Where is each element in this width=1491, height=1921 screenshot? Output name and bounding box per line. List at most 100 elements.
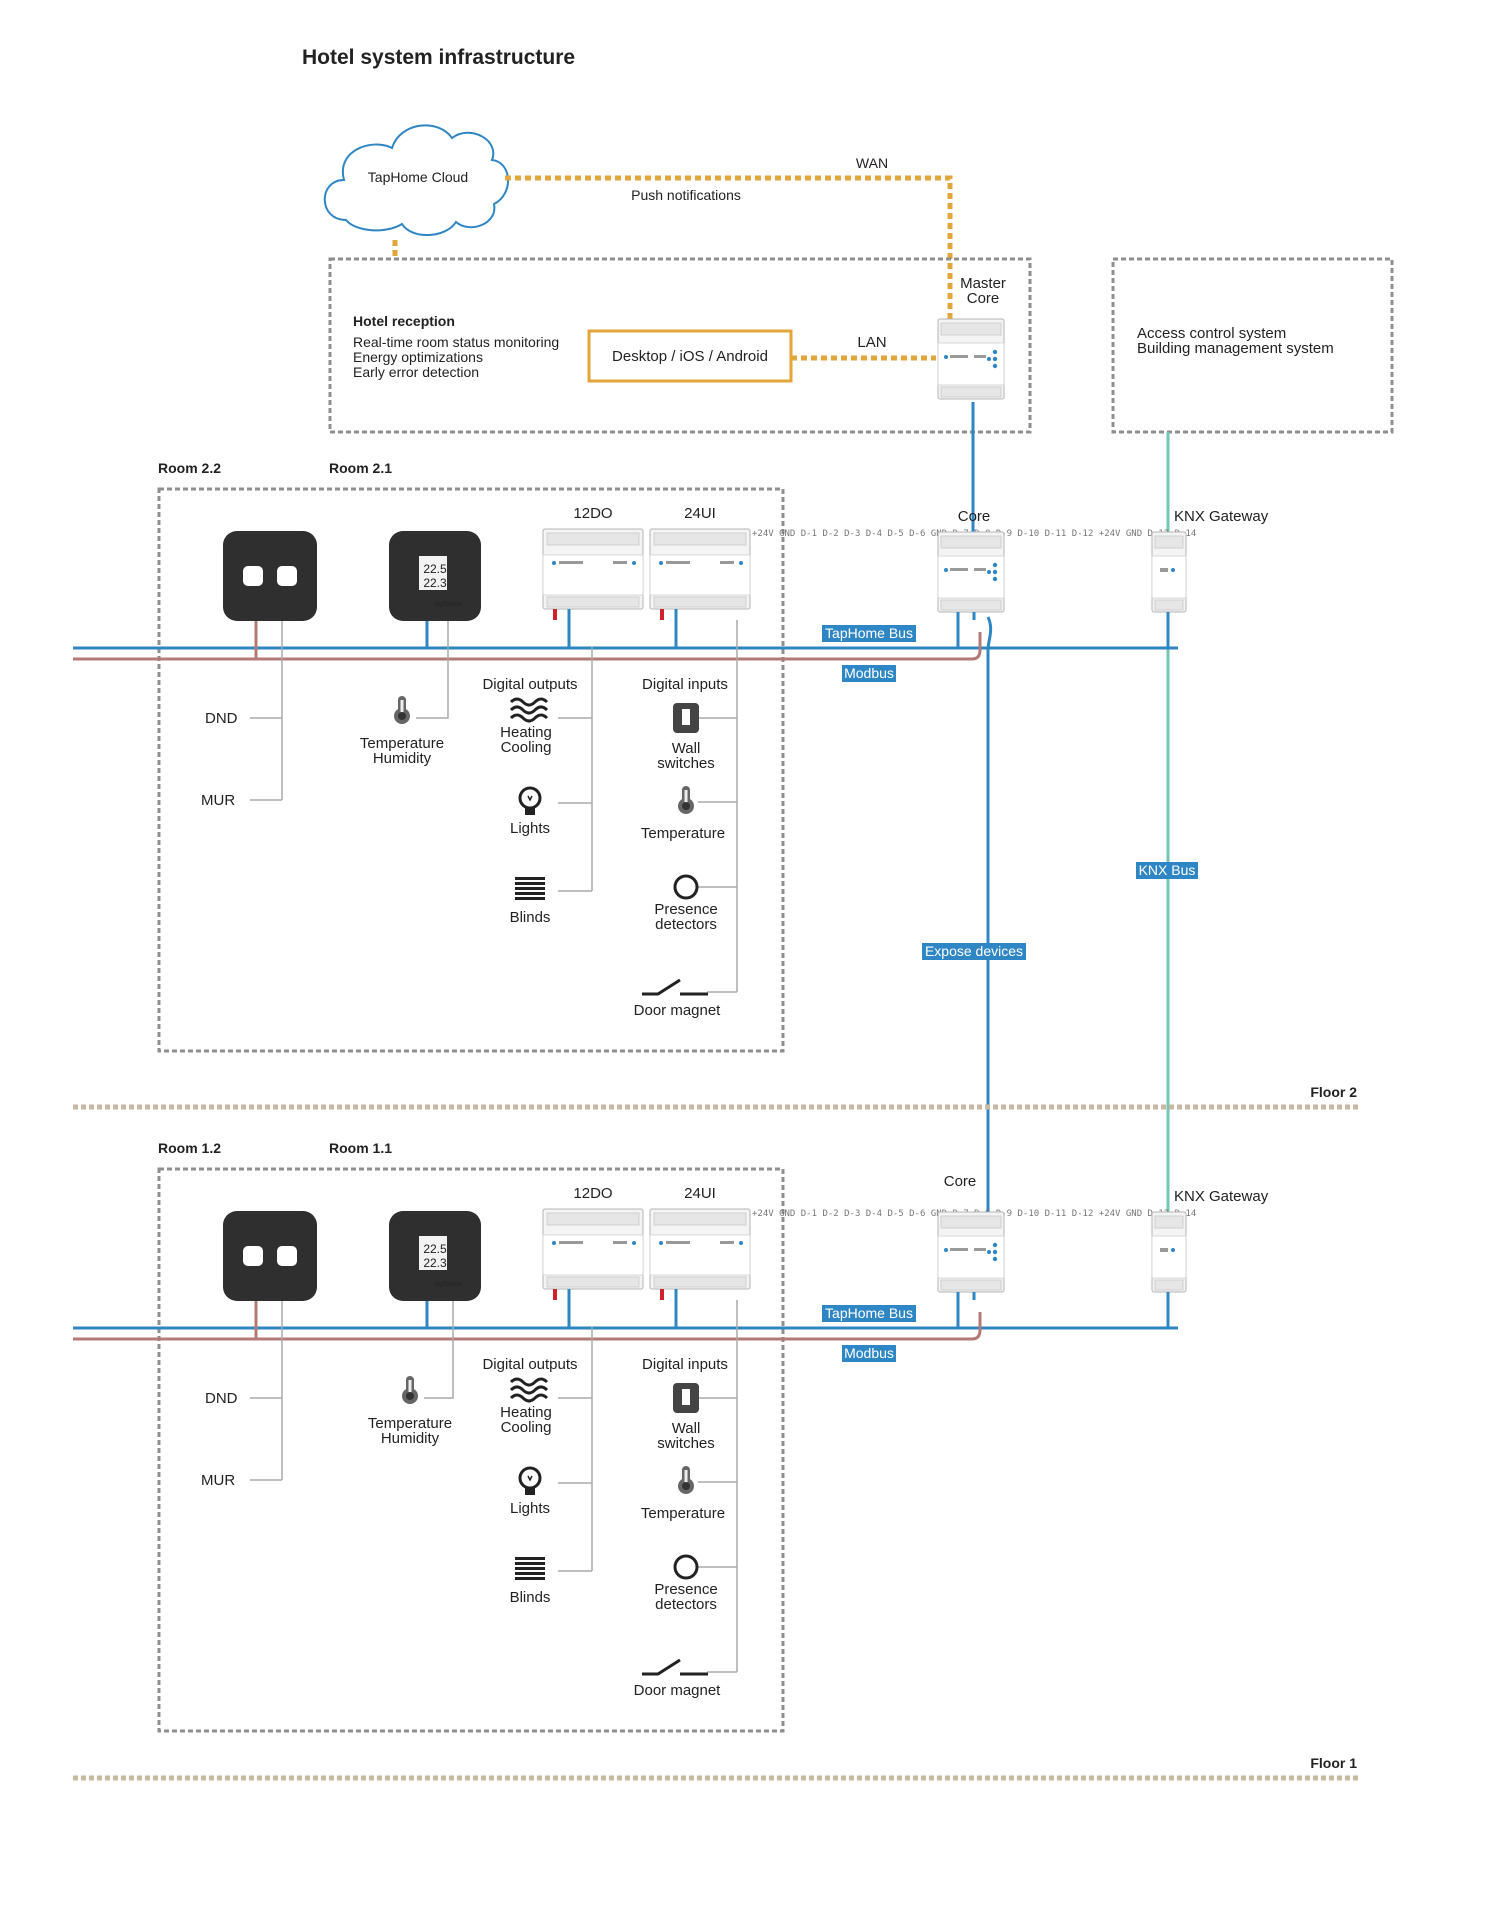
knx-gateway-unit[interactable] [1151, 1211, 1187, 1293]
temperature-humidity-label: Humidity [381, 1430, 440, 1447]
room-title: Room 1.1 [329, 1140, 392, 1156]
wall-switches-label: Wall [672, 740, 701, 757]
module-12do-label: 12DO [573, 505, 612, 522]
presence-label: Presence [654, 1581, 717, 1598]
taphome-bus-tag [822, 625, 916, 642]
floor-label: Floor 1 [1310, 1755, 1357, 1771]
reception-line: Real-time room status monitoring [353, 334, 559, 350]
module-12do[interactable] [542, 1208, 644, 1290]
lan-label: LAN [857, 334, 886, 351]
master-core-label: Master [960, 275, 1006, 292]
reception-heading: Hotel reception [353, 313, 455, 329]
knx-gateway-unit[interactable] [1151, 531, 1187, 613]
core-label: Core [958, 508, 991, 525]
door-magnet-label: Door magnet [634, 1002, 722, 1019]
core-unit[interactable] [937, 1211, 1005, 1293]
lights-label: Lights [510, 1500, 550, 1517]
digital-outputs-heading: Digital outputs [482, 676, 577, 693]
thermostat-brand: taphome [434, 1281, 461, 1288]
temperature-humidity-label: Temperature [360, 735, 444, 752]
presence-detector-icon [673, 1554, 699, 1580]
digital-inputs-heading: Digital inputs [642, 1356, 728, 1373]
module-24ui-label: 24UI [684, 505, 716, 522]
thermostat-setpoint: 22.5 [423, 562, 447, 576]
page-title: Hotel system infrastructure [302, 46, 575, 69]
expose-devices-label: Expose devices [925, 943, 1023, 959]
thermometer-wiring [424, 1301, 454, 1399]
dnd-label: DND [205, 710, 238, 727]
module-12do-label: 12DO [573, 1185, 612, 1202]
thermostat-actual: 22.3 [423, 1256, 447, 1270]
core-bus-link [956, 1292, 976, 1328]
wall-switch-icon [673, 1383, 699, 1413]
external-system-line: Building management system [1137, 340, 1334, 357]
blinds-icon [515, 1557, 545, 1580]
module-24ui[interactable] [649, 1208, 751, 1290]
thermostat-actual: 22.3 [423, 576, 447, 590]
cloud-label: TapHome Cloud [368, 169, 468, 185]
heating-cooling-icon [509, 697, 549, 723]
lightbulb-icon [518, 786, 542, 817]
wall-switch-icon [673, 703, 699, 733]
wall-switches-label: Wall [672, 1420, 701, 1437]
core-unit[interactable] [937, 531, 1005, 613]
lights-label: Lights [510, 820, 550, 837]
room-title: Room 2.2 [158, 460, 221, 476]
room-title: Room 2.1 [329, 460, 392, 476]
thermostat-brand: taphome [434, 601, 461, 608]
app-box[interactable] [587, 329, 793, 383]
dnd-label: DND [205, 1390, 238, 1407]
wan-label: WAN [856, 155, 888, 171]
master-core-unit[interactable] [937, 318, 1005, 400]
cloud-shape [323, 124, 509, 237]
taphome-bus-label: TapHome Bus [825, 625, 913, 641]
knx-gateway-label: KNX Gateway [1174, 508, 1269, 525]
thermostat-setpoint: 22.5 [423, 1242, 447, 1256]
module-bus-link [567, 1289, 678, 1328]
heating-cooling-label: Cooling [501, 1419, 552, 1436]
modbus-label: Modbus [844, 1345, 894, 1361]
knx-bus-label: KNX Bus [1139, 862, 1196, 878]
expose-devices-line [986, 616, 993, 1220]
floor-1-section: Room 1.2 Room 1.1 TapHome Bus Modbus 22.… [73, 1140, 1360, 1781]
dnd-mur-switch-device[interactable] [223, 531, 317, 621]
digital-outputs-heading: Digital outputs [482, 1356, 577, 1373]
modbus-label: Modbus [844, 665, 894, 681]
lightbulb-icon [518, 1466, 542, 1497]
dnd-mur-wiring [250, 621, 283, 801]
room-title: Room 1.2 [158, 1140, 221, 1156]
module-24ui[interactable] [649, 528, 751, 610]
modbus-tag [842, 665, 896, 682]
door-magnet-label: Door magnet [634, 1682, 722, 1699]
temperature-humidity-label: Humidity [373, 750, 432, 767]
digital-inputs-heading: Digital inputs [642, 676, 728, 693]
module-12do[interactable] [542, 528, 644, 610]
push-notifications-label: Push notifications [631, 187, 741, 203]
thermometer-icon [678, 786, 694, 814]
temperature-label: Temperature [641, 825, 725, 842]
presence-label: detectors [655, 916, 717, 933]
temperature-humidity-label: Temperature [368, 1415, 452, 1432]
room-box [157, 487, 785, 1053]
reception-line: Energy optimizations [353, 349, 483, 365]
presence-detector-icon [673, 874, 699, 900]
core-label: Core [944, 1173, 977, 1190]
dnd-mur-wiring [250, 1301, 283, 1481]
wall-switches-label: switches [657, 755, 715, 772]
blinds-label: Blinds [510, 1589, 551, 1606]
outputs-wiring [558, 647, 593, 892]
core-bus-link [956, 612, 976, 648]
door-magnet-icon [640, 1658, 710, 1676]
thermometer-icon [394, 696, 410, 724]
blinds-label: Blinds [510, 909, 551, 926]
external-systems-box [1111, 257, 1394, 434]
mur-label: MUR [201, 1472, 235, 1489]
dnd-mur-switch-device[interactable] [223, 1211, 317, 1301]
taphome-bus-label: TapHome Bus [825, 1305, 913, 1321]
mur-label: MUR [201, 792, 235, 809]
heating-cooling-label: Heating [500, 1404, 552, 1421]
external-system-line: Access control system [1137, 325, 1286, 342]
module-modbus-link [553, 1289, 664, 1300]
reception-line: Early error detection [353, 364, 479, 380]
wan-link [505, 175, 953, 330]
